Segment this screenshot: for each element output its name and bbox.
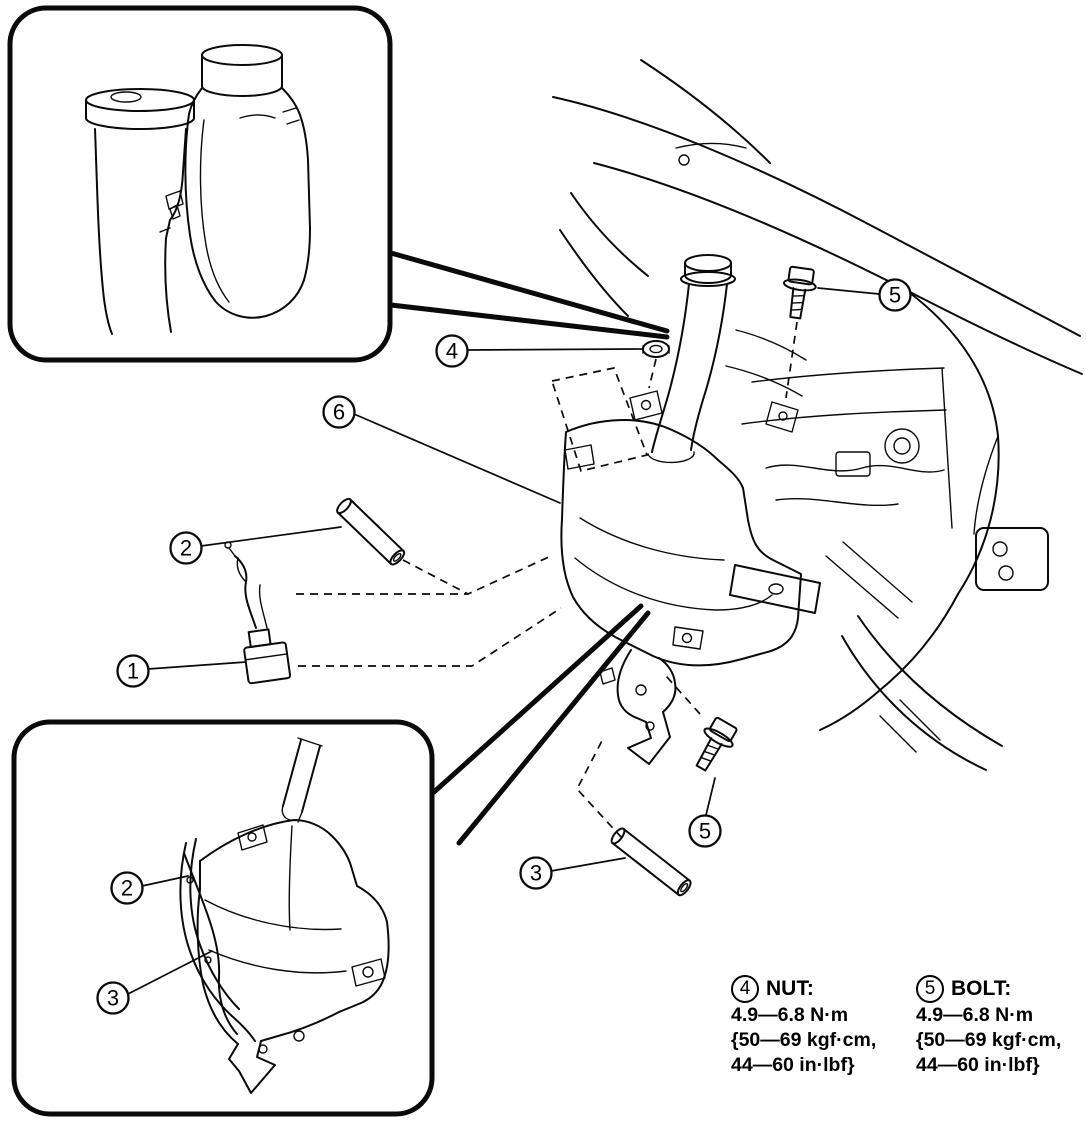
inset-washer-bottle [184,44,311,319]
callout-2-inset-label: 2 [121,876,133,901]
bolt-torque-spec: 5 BOLT: 4.9—6.8 N·m {50—69 kgf·cm, 44—60… [916,975,1061,1078]
inset-tank-detail [196,737,390,1094]
callout-2-label: 2 [180,536,192,561]
callout-2: 2 [169,531,203,565]
callout-2-inset: 2 [110,871,144,905]
bolt-spec-ref-badge: 5 [916,975,944,1003]
callout-3-inset: 3 [96,981,130,1015]
nut-spec-torque-kgf: {50—69 kgf·cm, [731,1029,877,1051]
callout-5-lower-label: 5 [699,819,711,844]
callout-4: 4 [435,334,469,368]
washer-filler-neck [629,254,736,453]
nut-torque-spec: 4 NUT: 4.9—6.8 N·m {50—69 kgf·cm, 44—60 … [731,975,876,1078]
callout-leader-lines [127,287,880,995]
washer-hose-upper [336,497,406,566]
detail-inset-bottom [11,603,651,1117]
callout-4-label: 4 [446,339,458,364]
callout-5-upper-label: 5 [889,283,901,308]
washer-motor-connector [224,541,292,685]
bolt-spec-torque-kgf: {50—69 kgf·cm, [916,1029,1062,1051]
callout-6: 6 [322,395,356,429]
inset-border-bottom [11,719,435,1117]
dashed-routing-lines [296,321,798,839]
mounting-nut [642,340,670,358]
inset-hose-routing [179,838,256,1042]
nut-spec-torque-inlbf: 44—60 in·lbf} [731,1054,855,1076]
callout-6-label: 6 [333,400,345,425]
washer-hose-lower [610,827,692,897]
callout-1-label: 1 [127,659,139,684]
nut-spec-torque-nm: 4.9—6.8 N·m [731,1004,849,1026]
callout-1: 1 [116,654,150,688]
callout-3-inset-label: 3 [107,986,119,1011]
callout-3-label: 3 [530,861,542,886]
inset-pointer-bottom [431,603,651,846]
callout-3: 3 [519,856,553,890]
bolt-upper [783,265,817,320]
washer-tank [560,419,821,765]
nut-spec-ref-badge: 4 [731,975,759,1003]
bolt-spec-torque-inlbf: 44—60 in·lbf} [916,1054,1040,1076]
inset-border-top [7,5,393,363]
callout-5-lower: 5 [688,814,722,848]
nut-spec-title: NUT: [766,977,814,1000]
inset-left-reservoir [85,88,195,335]
bolt-spec-torque-nm: 4.9—6.8 N·m [916,1004,1034,1026]
bolt-spec-title: BOLT: [951,977,1012,1000]
bolt-lower [695,716,738,772]
callout-5-upper: 5 [878,278,912,312]
inset-pointer-top [388,250,670,340]
vehicle-body-line-art [552,59,1083,771]
detail-inset-top [7,5,670,363]
